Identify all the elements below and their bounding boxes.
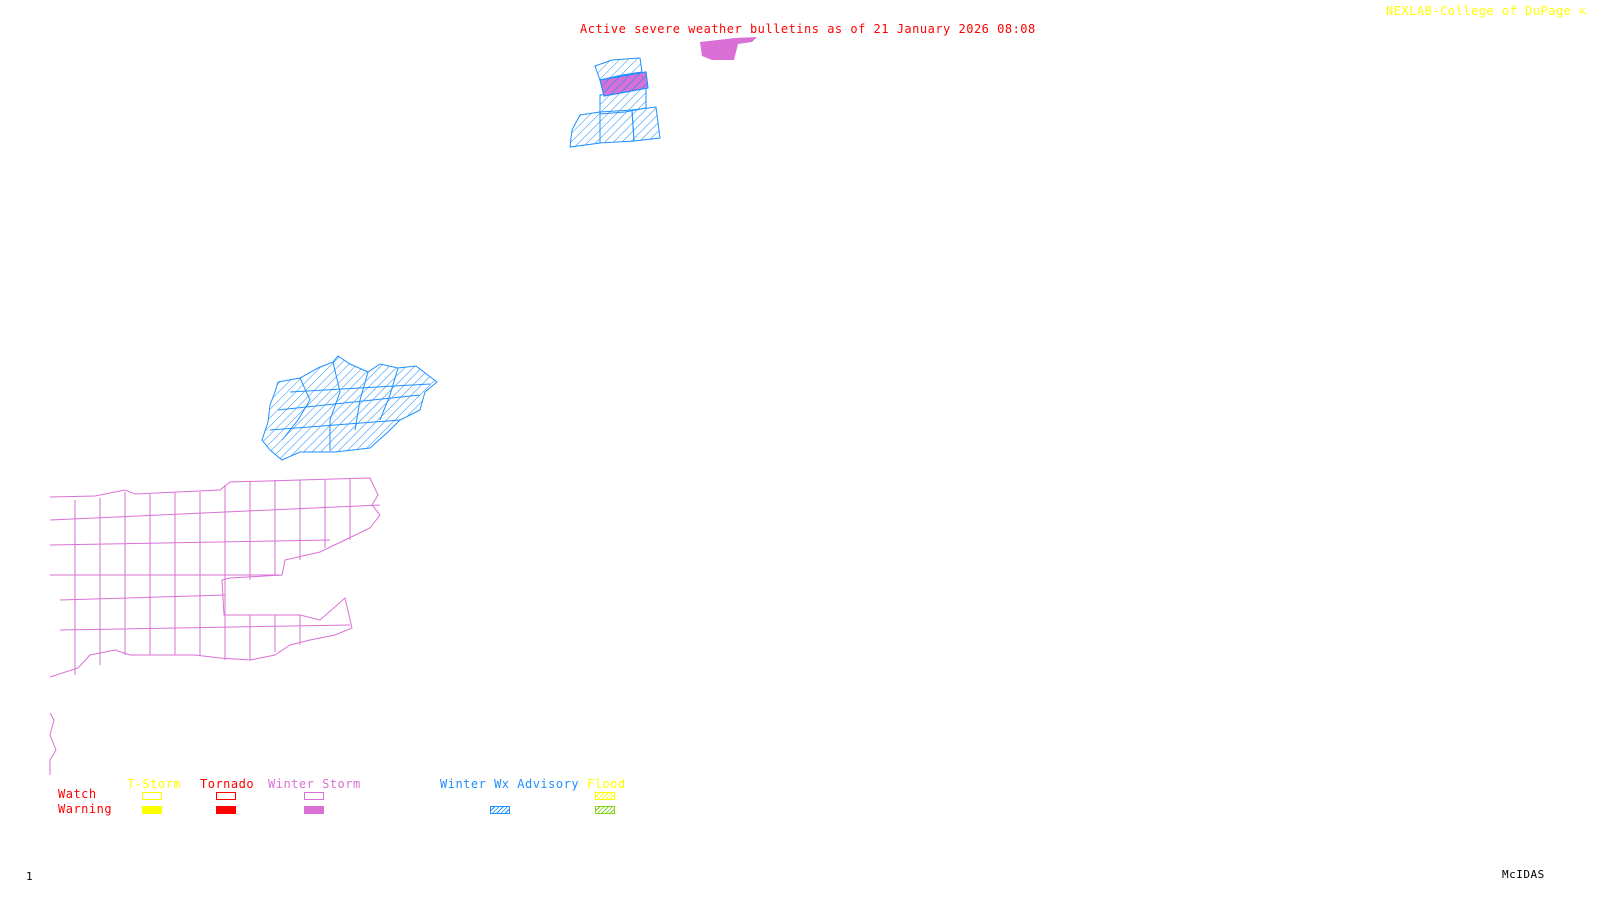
swatch-winter-wx-advisory	[490, 806, 510, 814]
software-label: McIDAS	[1502, 868, 1545, 881]
legend-row-watch: Watch	[58, 787, 97, 801]
swatch-flood-watch	[595, 792, 615, 800]
swatch-tornado-watch	[216, 792, 236, 800]
corner-arrow-icon: ⇱	[1579, 4, 1587, 18]
swatch-tornado-warning	[216, 806, 236, 814]
legend-label-tstorm: T-Storm	[127, 777, 182, 791]
legend-label-winter-wx-advisory: Winter Wx Advisory	[440, 777, 580, 791]
swatch-flood-warning	[595, 806, 615, 814]
map-title: Active severe weather bulletins as of 21…	[580, 22, 1036, 36]
legend-label-winter-storm: Winter Storm	[268, 777, 361, 791]
winter-wx-advisory-north	[569, 57, 661, 148]
winter-storm-watch-area	[49, 477, 381, 775]
swatch-tstorm-warning	[142, 806, 162, 814]
swatch-winter-storm-warning	[304, 806, 324, 814]
credit-label: NEXLAB-College of DuPage	[1386, 4, 1572, 18]
swatch-winter-storm-watch	[304, 792, 324, 800]
frame-number: 1	[26, 870, 34, 883]
swatch-tstorm-watch	[142, 792, 162, 800]
winter-wx-advisory-central	[261, 355, 438, 461]
winter-storm-warning-area	[700, 37, 757, 60]
credit-text: NEXLAB-College of DuPage ⇱	[1386, 4, 1587, 18]
legend-label-flood: Flood	[587, 777, 626, 791]
legend-label-tornado: Tornado	[200, 777, 255, 791]
legend-row-warning: Warning	[58, 802, 113, 816]
